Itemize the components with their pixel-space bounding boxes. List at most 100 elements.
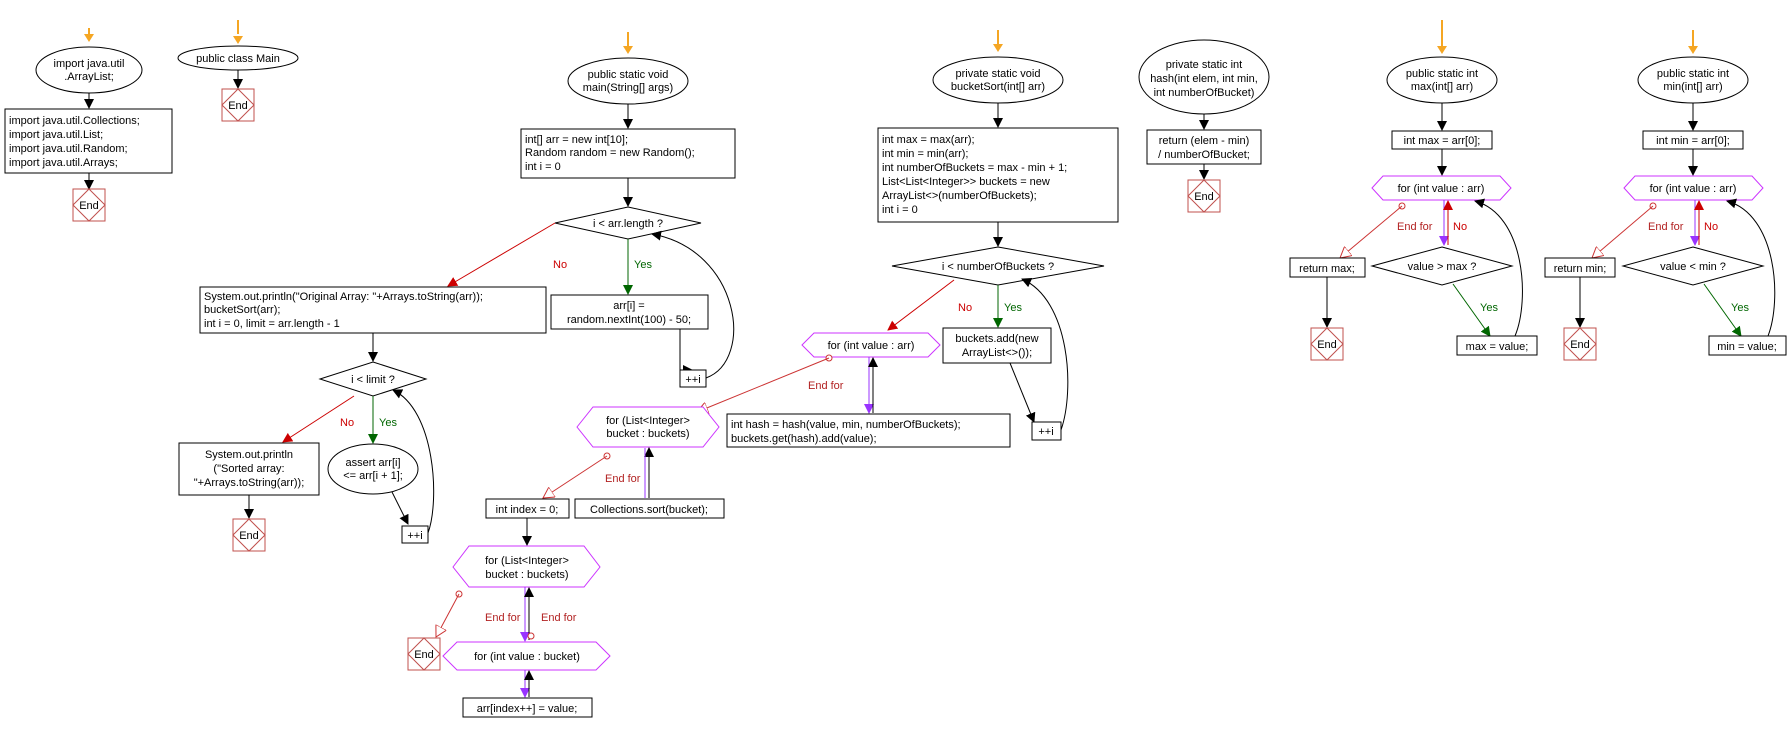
for-bucket-2-line-2: bucket : buckets) xyxy=(485,569,568,581)
start-marker-icon xyxy=(233,20,243,44)
bucket-sort-start-oval xyxy=(932,56,1064,104)
main-assert-line-1: assert arr[i] xyxy=(345,457,400,469)
hash-start-line-3: int numberOfBucket) xyxy=(1154,87,1255,99)
main-fill-box xyxy=(550,294,709,330)
bucket-sort-init-line-5: ArrayList<>(numberOfBuckets); xyxy=(882,190,1037,202)
sort-stmt-label: Collections.sort(bucket); xyxy=(590,504,708,516)
bucket-sort-end-node: End xyxy=(407,637,441,671)
index-init-label: int index = 0; xyxy=(496,504,559,516)
main-sorted-line-3: "+Arrays.toString(arr)); xyxy=(194,477,305,489)
min-end-for-label: End for xyxy=(1648,221,1684,233)
for-value-arr-label: for (int value : arr) xyxy=(828,340,915,352)
for-bucket-2-line-1: for (List<Integer> xyxy=(485,555,569,567)
main-print-line-1: System.out.println("Original Array: "+Ar… xyxy=(204,291,483,303)
import-list: import java.util.List; xyxy=(9,129,103,141)
max-assign-box xyxy=(1456,335,1538,356)
hash-stmt-line-2: buckets.get(hash).add(value); xyxy=(731,433,877,445)
imports-start-oval xyxy=(35,46,143,94)
main-class-flow: public class Main End xyxy=(177,20,299,122)
max-no-label: No xyxy=(1453,221,1467,233)
for-value-arr-hexagon[interactable] xyxy=(801,332,941,358)
for-bucket-hexagon-1[interactable] xyxy=(576,406,720,448)
bucket-sort-add-line-1: buckets.add(new xyxy=(955,333,1038,345)
min-yes-label: Yes xyxy=(1731,302,1749,314)
imports-end-label: End xyxy=(79,200,99,212)
bucket-sort-condition-label: i < numberOfBuckets ? xyxy=(942,261,1054,273)
min-start-oval xyxy=(1637,56,1749,104)
main-inc2-label: ++i xyxy=(407,530,422,542)
min-end-node: End xyxy=(1563,327,1597,361)
main-init-box xyxy=(520,128,736,179)
imports-start-line-2: .ArrayList; xyxy=(64,71,114,83)
start-marker-icon xyxy=(623,32,633,54)
for-bucket-1-end-for-label: End for xyxy=(605,473,641,485)
main-yes-label: Yes xyxy=(634,259,652,271)
main-loop-condition-label: i < arr.length ? xyxy=(593,218,663,230)
assign-stmt-label: arr[index++] = value; xyxy=(477,703,578,715)
main-sorted-line-2: ("Sorted array: xyxy=(213,463,284,475)
bucket-sort-init-line-2: int min = min(arr); xyxy=(882,148,969,160)
main-limit-condition-label: i < limit ? xyxy=(351,374,395,386)
max-start-line-1: public static int xyxy=(1406,68,1478,80)
max-condition-label: value > max ? xyxy=(1408,261,1477,273)
bucket-sort-flow: private static void bucketSort(int[] arr… xyxy=(407,30,1119,718)
assign-stmt-box xyxy=(462,697,593,718)
bucket-sort-yes-label: Yes xyxy=(1004,302,1022,314)
bucket-sort-add-line-2: ArrayList<>()); xyxy=(962,347,1032,359)
main-init-line-2: Random random = new Random(); xyxy=(525,147,695,159)
max-start-line-2: max(int[] arr) xyxy=(1411,81,1473,93)
main-inc2-box xyxy=(401,525,429,544)
min-for-label: for (int value : arr) xyxy=(1650,183,1737,195)
bucket-sort-init-line-6: int i = 0 xyxy=(882,204,918,216)
main-print-line-3: int i = 0, limit = arr.length - 1 xyxy=(204,318,340,330)
for-value-end-for-label: End for xyxy=(808,380,844,392)
sort-stmt-box xyxy=(574,498,725,519)
bucket-sort-init-line-4: List<List<Integer>> buckets = new xyxy=(882,176,1050,188)
for-value-bucket-end-for-label: End for xyxy=(541,612,577,624)
bucket-sort-init-line-3: int numberOfBuckets = max - min + 1; xyxy=(882,162,1067,174)
main-class-end-label: End xyxy=(228,100,248,112)
for-bucket-2-end-for-label: End for xyxy=(485,612,521,624)
main-print-box xyxy=(199,286,547,334)
main-sorted-line-1: System.out.println xyxy=(205,449,293,461)
hash-return-line-2: / numberOfBucket; xyxy=(1158,149,1250,161)
min-assign-label: min = value; xyxy=(1717,341,1777,353)
start-marker-icon xyxy=(84,28,94,42)
max-init-label: int max = arr[0]; xyxy=(1404,135,1481,147)
min-assign-box xyxy=(1708,335,1787,356)
imports-flow: import java.util .ArrayList; import java… xyxy=(4,28,173,222)
hash-start-line-1: private static int xyxy=(1166,59,1242,71)
bucket-sort-inc-box xyxy=(1031,421,1062,441)
hash-start-line-2: hash(int elem, int min, xyxy=(1150,73,1258,85)
hash-return-line-1: return (elem - min) xyxy=(1159,135,1249,147)
main-init-line-3: int i = 0 xyxy=(525,161,561,173)
max-for-hexagon[interactable] xyxy=(1371,175,1512,201)
import-arrays: import java.util.Arrays; xyxy=(9,157,118,169)
main-inc-box xyxy=(679,369,707,388)
hash-stmt-box xyxy=(726,413,1011,448)
bucket-sort-start-line-2: bucketSort(int[] arr) xyxy=(951,81,1045,93)
main-limit-no-label: No xyxy=(340,417,354,429)
main-class-start-label: public class Main xyxy=(196,53,280,65)
for-bucket-1-line-1: for (List<Integer> xyxy=(606,415,690,427)
for-value-bucket-label: for (int value : bucket) xyxy=(474,651,580,663)
main-end-node: End xyxy=(232,518,266,552)
for-bucket-hexagon-2[interactable] xyxy=(452,545,601,588)
main-end-label: End xyxy=(239,530,259,542)
max-assign-label: max = value; xyxy=(1466,341,1529,353)
for-value-bucket-hexagon[interactable] xyxy=(442,641,611,671)
min-start-line-1: public static int xyxy=(1657,68,1729,80)
main-assert-line-2: <= arr[i + 1]; xyxy=(343,470,403,482)
main-sorted-box xyxy=(178,442,320,496)
hash-end-label: End xyxy=(1194,191,1214,203)
main-start-line-1: public static void xyxy=(588,69,669,81)
start-marker-icon xyxy=(1437,20,1447,54)
hash-return-box xyxy=(1146,129,1262,165)
main-no-label: No xyxy=(553,259,567,271)
import-random: import java.util.Random; xyxy=(9,143,128,155)
main-class-end-node: End xyxy=(221,88,255,122)
min-for-hexagon[interactable] xyxy=(1623,175,1764,201)
bucket-sort-inc-label: ++i xyxy=(1038,426,1053,438)
start-marker-icon xyxy=(993,30,1003,52)
